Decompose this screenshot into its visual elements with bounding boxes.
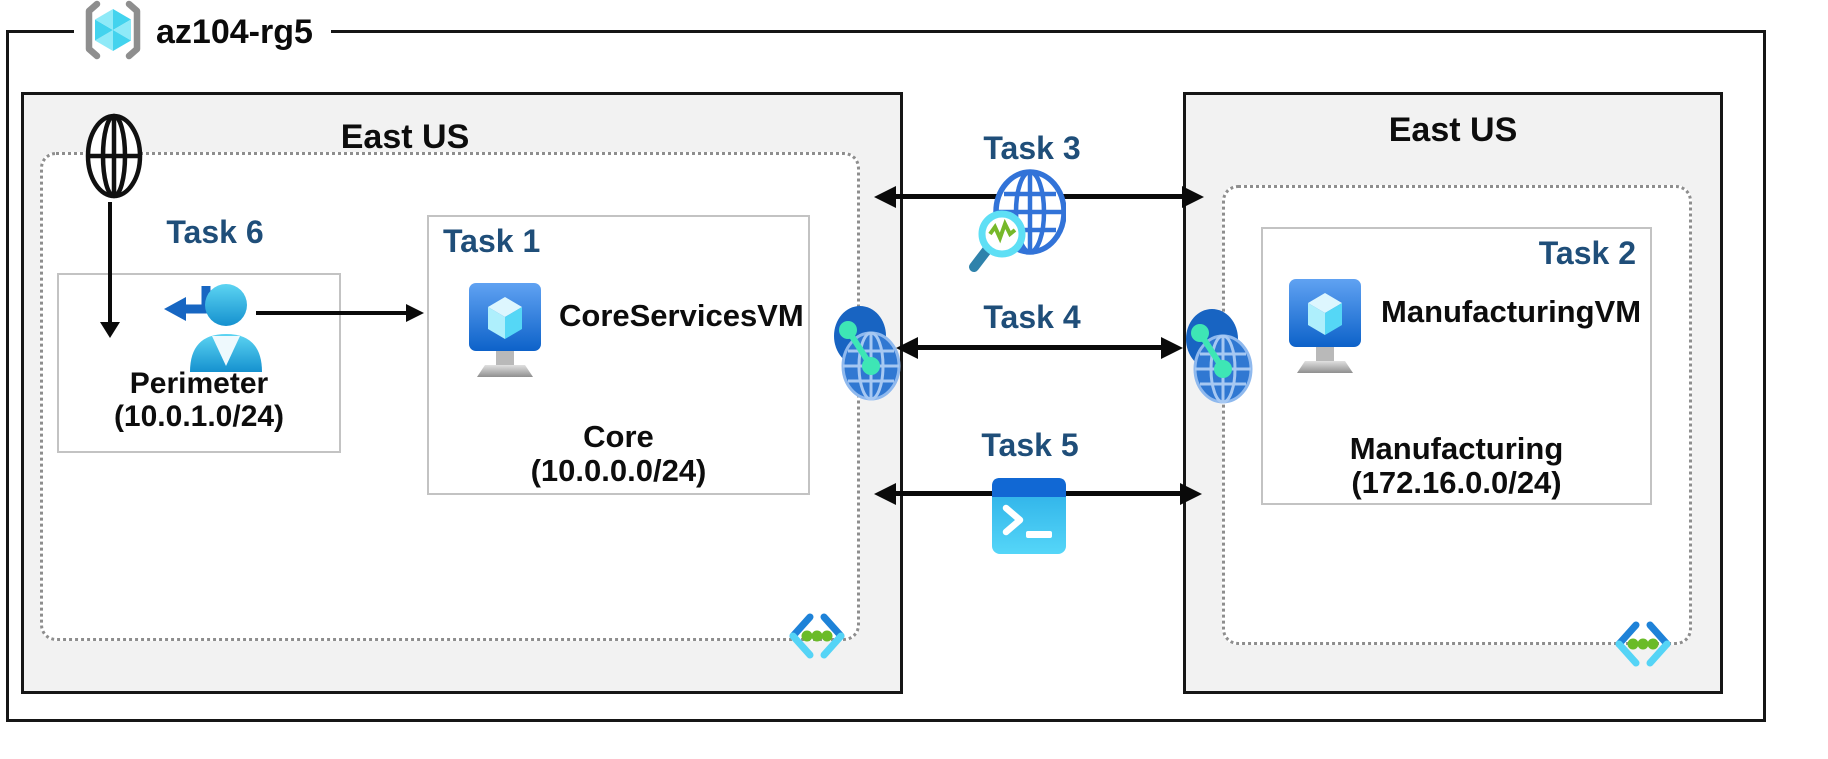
resource-group-icon xyxy=(80,0,146,65)
network-watcher-icon xyxy=(966,166,1067,279)
perimeter-cidr: (10.0.1.0/24) xyxy=(113,400,285,433)
user-inbound-icon xyxy=(152,278,264,379)
cloud-shell-icon xyxy=(990,476,1068,561)
vnet-peering-icon-left xyxy=(833,304,901,407)
region-title-right: East US xyxy=(1388,111,1518,149)
core-subnet-cidr: (10.0.0.0/24) xyxy=(530,453,707,488)
vm-name-coreservices: CoreServicesVM xyxy=(559,298,804,333)
resource-group-header: az104-rg5 xyxy=(74,0,331,65)
resource-group-title: az104-rg5 xyxy=(156,12,313,51)
core-subnet-box: Task 1 CoreServicesVM xyxy=(427,215,810,495)
task1-label: Task 1 xyxy=(443,223,541,259)
vm-icon-coreservices xyxy=(465,283,545,388)
task4-arrow xyxy=(896,337,1183,359)
internet-globe-icon xyxy=(84,112,144,205)
perimeter-subnet-box: Perimeter (10.0.1.0/24) xyxy=(57,273,341,453)
task3-label: Task 3 xyxy=(983,130,1081,166)
subnet-icon-left xyxy=(786,610,848,667)
perimeter-name: Perimeter xyxy=(129,367,269,400)
manufacturing-subnet-name: Manufacturing xyxy=(1349,431,1564,466)
manufacturing-subnet-box: Task 2 ManufacturingVM xyxy=(1261,227,1652,505)
task5-label: Task 5 xyxy=(981,427,1079,463)
region-title-left: East US xyxy=(340,118,470,156)
core-subnet-labels: Core (10.0.0.0/24) xyxy=(429,420,808,488)
vnet-peering-icon-right xyxy=(1185,307,1253,410)
task4-label: Task 4 xyxy=(983,299,1081,335)
vm-icon-manufacturing xyxy=(1285,279,1365,384)
manufacturing-subnet-labels: Manufacturing (172.16.0.0/24) xyxy=(1263,432,1650,500)
manufacturing-subnet-cidr: (172.16.0.0/24) xyxy=(1351,465,1562,500)
core-subnet-name: Core xyxy=(583,419,654,454)
task6-label: Task 6 xyxy=(166,214,264,250)
perimeter-labels: Perimeter (10.0.1.0/24) xyxy=(59,367,339,433)
subnet-icon-right xyxy=(1612,618,1674,675)
vm-name-manufacturing: ManufacturingVM xyxy=(1381,294,1642,329)
task2-label: Task 2 xyxy=(1538,235,1636,271)
